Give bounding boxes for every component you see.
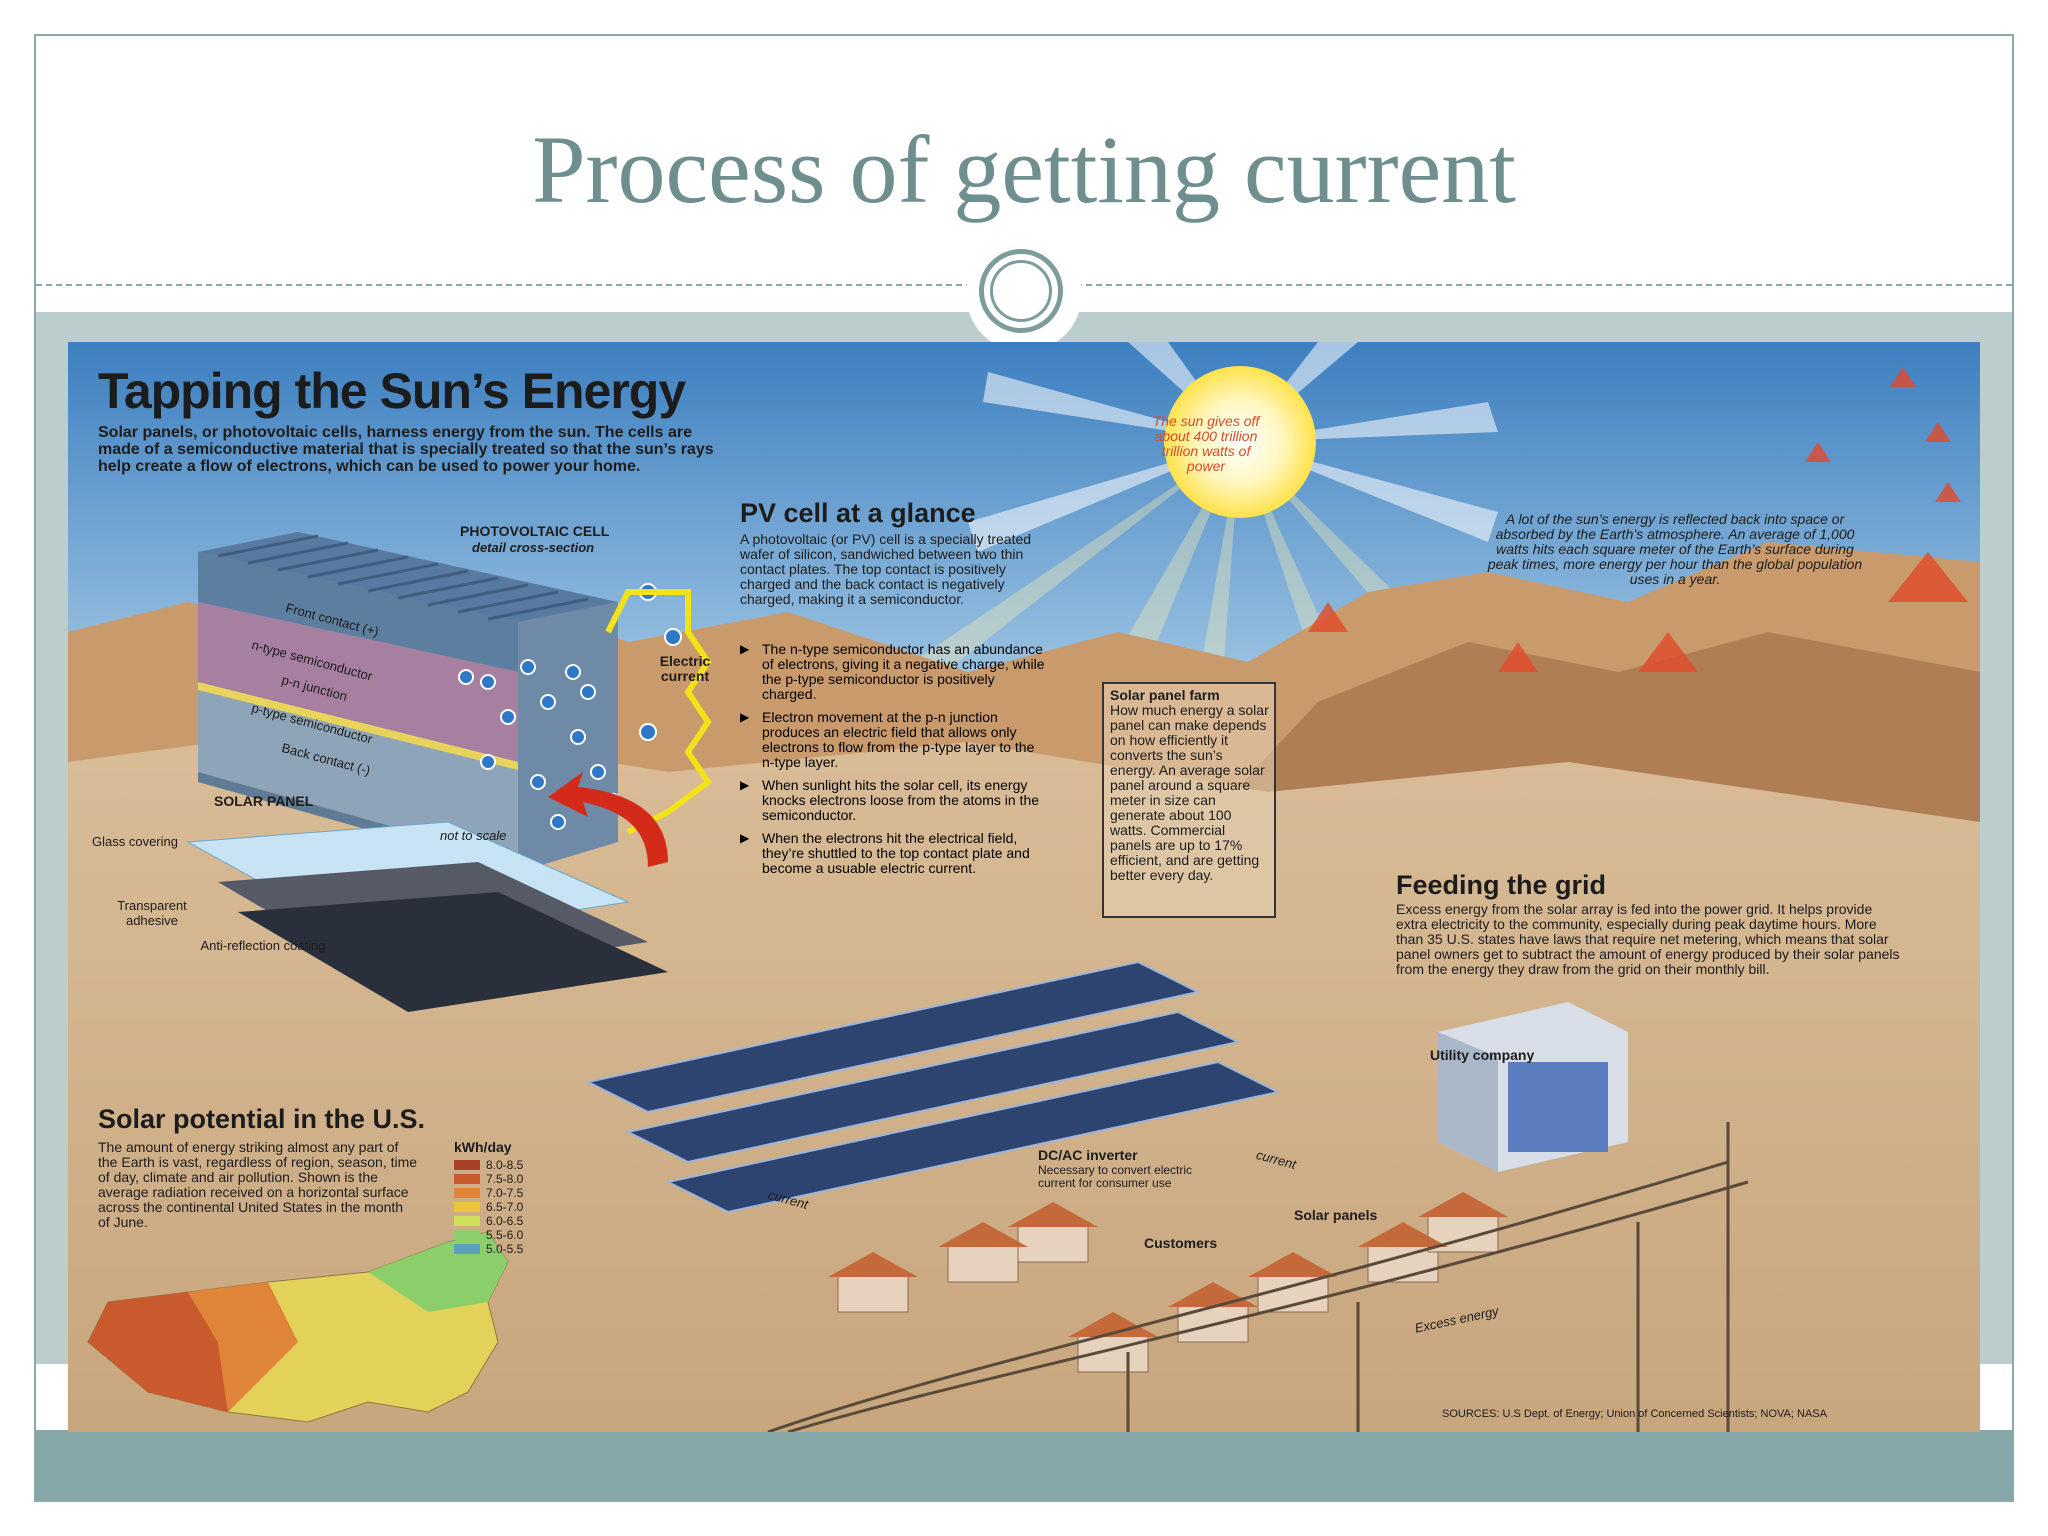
legend-label: 7.0-7.5 — [486, 1186, 524, 1200]
legend-item: 6.5-7.0 — [454, 1200, 523, 1214]
legend-swatch — [454, 1216, 480, 1226]
legend-swatch — [454, 1188, 480, 1198]
solar-farm-heading: Solar panel farm — [1110, 687, 1220, 703]
legend-swatch — [454, 1244, 480, 1254]
reflection-caption: A lot of the sun’s energy is reflected b… — [1487, 511, 1863, 587]
legend-label: 5.5-6.0 — [486, 1228, 524, 1242]
solar-potential-text: The amount of energy striking almost any… — [98, 1139, 418, 1230]
anti-reflection-label: Anti-reflection coating — [200, 938, 326, 953]
legend-label: 6.5-7.0 — [486, 1200, 524, 1214]
legend-title: kWh/day — [454, 1139, 512, 1155]
slide-title: Process of getting current — [532, 116, 1516, 223]
legend-item: 7.0-7.5 — [454, 1186, 523, 1200]
pv-cell-subheading: detail cross-section — [472, 540, 595, 555]
legend-item: 7.5-8.0 — [454, 1172, 523, 1186]
infographic: Tapping the Sun’s Energy Solar panels, o… — [68, 342, 1980, 1432]
sources-note: SOURCES: U.S Dept. of Energy; Union of C… — [1442, 1408, 1827, 1420]
legend-swatch — [454, 1230, 480, 1240]
legend-label: 6.0-6.5 — [486, 1214, 524, 1228]
legend-label: 5.0-5.5 — [486, 1242, 524, 1256]
glance-heading: PV cell at a glance — [740, 498, 976, 528]
glance-intro: A photovoltaic (or PV) cell is a special… — [740, 531, 1032, 607]
solar-panels-label: Solar panels — [1294, 1207, 1378, 1223]
legend-item: 5.5-6.0 — [454, 1228, 523, 1242]
electric-current-label: Electric current — [659, 653, 711, 684]
glance-bullet: When the electrons hit the electrical fi… — [740, 831, 1050, 876]
solar-farm-text: How much energy a solar panel can make d… — [1110, 702, 1269, 883]
sun-caption: The sun gives off about 400 trillion tri… — [1152, 413, 1260, 474]
solar-potential-heading: Solar potential in the U.S. — [98, 1104, 426, 1134]
solar-panel-heading: SOLAR PANEL — [214, 793, 314, 809]
inverter-label: DC/AC inverter — [1038, 1147, 1138, 1163]
inverter-text: Necessary to convert electric current fo… — [1038, 1163, 1193, 1190]
grid-text: Excess energy from the solar array is fe… — [1396, 901, 1900, 977]
glass-covering-label: Glass covering — [92, 834, 178, 849]
slide: Process of getting current — [34, 34, 2014, 1502]
infographic-illustration — [68, 342, 1980, 1432]
grid-heading: Feeding the grid — [1396, 870, 1607, 900]
divider-ring-icon — [979, 249, 1063, 333]
infographic-title: Tapping the Sun’s Energy — [98, 363, 686, 419]
footer-bar — [36, 1430, 2012, 1500]
legend-label: 7.5-8.0 — [486, 1172, 524, 1186]
glance-bullet: When sunlight hits the solar cell, its e… — [740, 778, 1050, 823]
legend-item: 8.0-8.5 — [454, 1158, 523, 1172]
infographic-intro: Solar panels, or photovoltaic cells, har… — [98, 424, 714, 475]
legend-item: 6.0-6.5 — [454, 1214, 523, 1228]
pv-cell-heading: PHOTOVOLTAIC CELL — [460, 523, 610, 539]
glance-bullet-list: The n-type semiconductor has an abundanc… — [740, 642, 1050, 884]
solar-farm-callout: Solar panel farm How much energy a solar… — [1102, 682, 1276, 918]
legend-swatch — [454, 1202, 480, 1212]
transparent-adhesive-label: Transparent adhesive — [117, 898, 187, 928]
legend-item: 5.0-5.5 — [454, 1242, 523, 1256]
not-to-scale-note: not to scale — [440, 828, 507, 843]
customers-label: Customers — [1144, 1235, 1218, 1251]
legend-swatch — [454, 1174, 480, 1184]
utility-company-label: Utility company — [1430, 1047, 1535, 1063]
glance-bullet: Electron movement at the p-n junction pr… — [740, 710, 1050, 770]
legend-label: 8.0-8.5 — [486, 1158, 524, 1172]
legend-swatch — [454, 1160, 480, 1170]
glance-bullet: The n-type semiconductor has an abundanc… — [740, 642, 1050, 702]
